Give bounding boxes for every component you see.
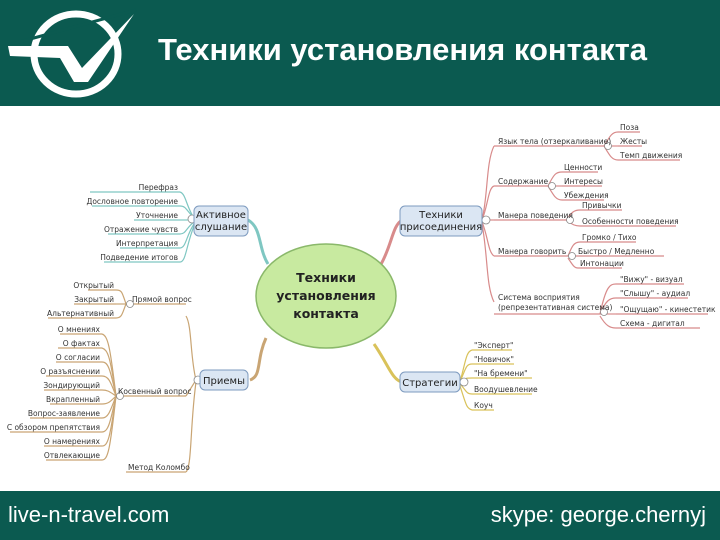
strategy-item: "На бремени" bbox=[474, 369, 528, 378]
center-label-line1: Техники bbox=[296, 270, 356, 285]
indirect-item: Вопрос-заявление bbox=[28, 409, 101, 418]
link-methods bbox=[249, 337, 268, 382]
indirect-item: Вкрапленный bbox=[46, 395, 100, 404]
perception-item: "Вижу" - визуал bbox=[620, 275, 683, 284]
node-techniques-box bbox=[399, 205, 483, 237]
direct-item: Закрытый bbox=[74, 295, 114, 304]
node-active-line2: слушание bbox=[195, 222, 247, 233]
speech-item: Быстро / Медленно bbox=[578, 247, 655, 256]
node-methods-box bbox=[199, 369, 249, 391]
body-language: Язык тела (отзеркаливание) bbox=[498, 137, 611, 146]
active-item: Дословное повторение bbox=[86, 197, 178, 206]
direct-item: Открытый bbox=[73, 281, 114, 290]
page-title: Техники установления контакта bbox=[158, 32, 648, 67]
strategy-item: Воодушевление bbox=[474, 385, 538, 394]
behavior-label: Манера поведения bbox=[498, 211, 573, 220]
mindmap: Техники установления контакта Активное с… bbox=[7, 123, 716, 473]
strategy-item: "Эксперт" bbox=[474, 341, 513, 350]
indirect-item: О фактах bbox=[63, 339, 101, 348]
perception-item: "Ощущаю" - кинестетик bbox=[620, 305, 716, 314]
center-label-line2: установления bbox=[276, 288, 375, 303]
node-techniques-line1: Техники bbox=[418, 210, 463, 221]
content-item: Ценности bbox=[564, 163, 602, 172]
collapse-markers bbox=[116, 142, 612, 400]
website-link[interactable]: live-n-travel.com bbox=[8, 502, 170, 527]
node-techniques-line2: присоединения bbox=[400, 222, 482, 233]
perception-label-line2: (репрезентативная система) bbox=[498, 303, 612, 312]
speech-item: Громко / Тихо bbox=[582, 233, 637, 242]
link-techniques bbox=[378, 218, 403, 267]
body-item: Темп движения bbox=[619, 151, 682, 160]
active-item: Уточнение bbox=[136, 211, 178, 220]
indirect-item: О разъяснении bbox=[40, 367, 100, 376]
active-item: Подведение итогов bbox=[100, 253, 178, 262]
behavior-item: Особенности поведения bbox=[582, 217, 679, 226]
header-bar: Техники установления контакта bbox=[0, 0, 720, 106]
strategy-item: Коуч bbox=[474, 401, 493, 410]
columbo-method: Метод Коломбо bbox=[128, 463, 190, 472]
content-label: Содержание bbox=[498, 177, 549, 186]
active-item: Интерпретация bbox=[116, 239, 178, 248]
indirect-item: О мнениях bbox=[58, 325, 101, 334]
node-active-line1: Активное bbox=[196, 210, 246, 221]
indirect-item: О намерениях bbox=[44, 437, 101, 446]
node-active-box bbox=[193, 205, 249, 237]
perception-label-line1: Система восприятия bbox=[498, 293, 580, 302]
node-strategies: Стратегии bbox=[402, 378, 458, 389]
link-active bbox=[247, 218, 270, 265]
perception-item: Схема - дигитал bbox=[620, 319, 685, 328]
node-strategies-box bbox=[399, 371, 461, 393]
content-item: Интересы bbox=[564, 177, 603, 186]
indirect-question: Косвенный вопрос bbox=[118, 387, 191, 396]
content-item: Убеждения bbox=[564, 191, 609, 200]
indirect-item: Отвлекающие bbox=[44, 451, 100, 460]
skype-contact: skype: george.chernyj bbox=[490, 502, 706, 527]
node-methods: Приемы bbox=[203, 376, 245, 387]
footer-bar: live-n-travel.com skype: george.chernyj bbox=[0, 491, 720, 540]
center-node bbox=[255, 243, 397, 349]
body-item: Жесты bbox=[620, 137, 647, 146]
body-item: Поза bbox=[620, 123, 639, 132]
strategy-item: "Новичок" bbox=[474, 355, 514, 364]
indirect-item: О согласии bbox=[56, 353, 100, 362]
center-label-line3: контакта bbox=[293, 306, 359, 321]
indirect-item: С обзором препятствия bbox=[7, 423, 100, 432]
link-strategies bbox=[372, 343, 403, 384]
active-item: Перефраз bbox=[139, 183, 178, 192]
speech-label: Манера говорить bbox=[498, 247, 566, 256]
checkmark-logo-icon bbox=[8, 8, 137, 98]
speech-item: Интонации bbox=[580, 259, 624, 268]
indirect-item: Зондирующий bbox=[43, 381, 100, 390]
direct-question: Прямой вопрос bbox=[132, 295, 192, 304]
behavior-item: Привычки bbox=[582, 201, 622, 210]
direct-item: Альтернативный bbox=[47, 309, 114, 318]
active-item: Отражение чувств bbox=[104, 225, 178, 234]
perception-item: "Слышу" - аудиал bbox=[620, 289, 690, 298]
